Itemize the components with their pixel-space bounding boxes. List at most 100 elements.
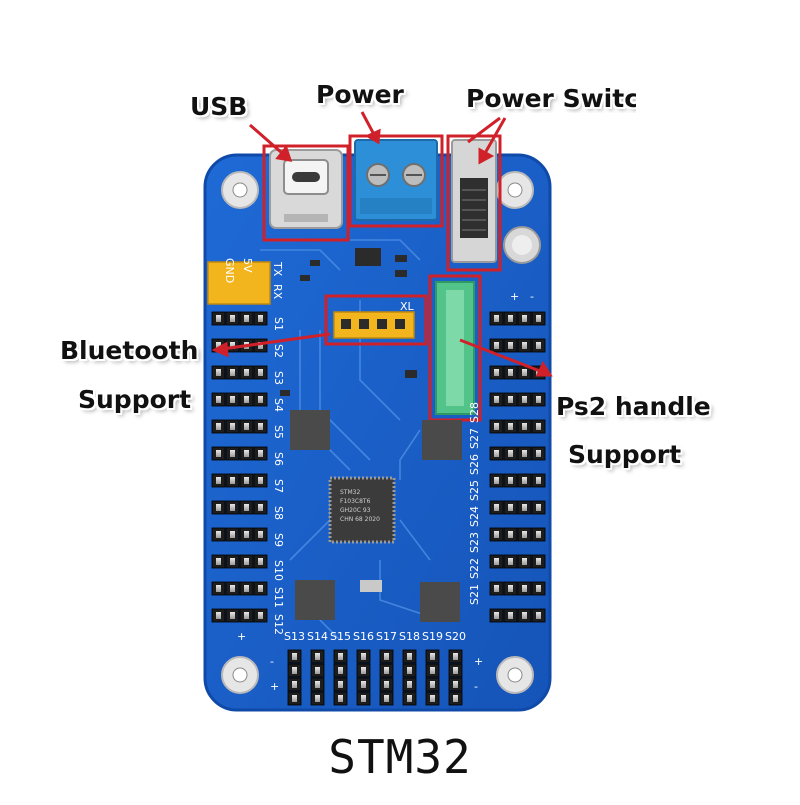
right-pin-label: S26	[468, 454, 481, 475]
mcu-text-2: F103C8T6	[340, 498, 371, 505]
left-pin-label: S2	[272, 344, 285, 358]
mount-hole-bottom-left	[221, 656, 259, 694]
bottom-pin-label: S16	[353, 630, 374, 643]
minus-silk-bottom-right: -	[474, 680, 478, 693]
left-pin-label: S6	[272, 452, 285, 466]
right-pin-label: S27	[468, 428, 481, 449]
left-pin-label: S10	[272, 560, 285, 581]
bottom-pin-label: S20	[445, 630, 466, 643]
left-pin-label: S3	[272, 371, 285, 385]
gnd-silk-label: GND	[223, 258, 236, 283]
mounting-holes	[221, 171, 534, 694]
ps2-header	[435, 281, 475, 415]
right-pin-label: S21	[468, 584, 481, 605]
left-pin-label: S9	[272, 533, 285, 547]
left-pin-label: S1	[272, 317, 285, 331]
minus-silk-bottom-left: -	[270, 655, 274, 668]
bottom-header-col-5	[379, 649, 394, 706]
bottom-servo-header	[287, 649, 463, 706]
usb-highlight-box	[262, 144, 350, 242]
mcu-text-3: GH20C 93	[340, 507, 371, 514]
power-switch	[451, 139, 497, 263]
usb-port	[269, 149, 343, 229]
left-header-row-4	[211, 392, 268, 407]
right-pin-label: S25	[468, 480, 481, 501]
bottom-pin-label: S15	[330, 630, 351, 643]
rx-silk-label: RX	[271, 284, 284, 300]
bottom-pin-label: S17	[376, 630, 397, 643]
ps2-arrow	[459, 338, 551, 377]
power-callout: Power	[316, 80, 404, 109]
bottom-pin-label: S18	[399, 630, 420, 643]
bottom-header-col-4	[356, 649, 371, 706]
bluetooth-arrow	[214, 332, 331, 352]
ps2-callout-line2: Support	[568, 440, 682, 469]
mcu-text-4: CHN 68 2020	[340, 516, 380, 523]
plus-silk-bottom-left: +	[270, 680, 279, 693]
bottom-header-col-2	[310, 649, 325, 706]
left-header-row-6	[211, 446, 268, 461]
right-header-row-12	[489, 608, 546, 623]
bottom-pin-label: S19	[422, 630, 443, 643]
bottom-header-col-1	[287, 649, 302, 706]
mcu-text-1: STM32	[340, 489, 360, 496]
power-terminal-block	[354, 139, 438, 221]
xl-silk-label: XL	[400, 300, 415, 313]
tx-silk-label: TX	[271, 261, 284, 277]
right-servo-header	[489, 311, 546, 623]
mount-hole-bottom-right	[496, 656, 534, 694]
plus-silk-right: +	[510, 290, 519, 303]
right-header-row-8	[489, 500, 546, 515]
left-header-row-11	[211, 581, 268, 596]
usb-callout: USB	[190, 92, 248, 121]
left-pin-label: S5	[272, 425, 285, 439]
plus-silk-bottom-right: +	[474, 655, 483, 668]
right-header-row-2	[489, 338, 546, 353]
right-header-row-5	[489, 419, 546, 434]
bluetooth-highlight-box	[324, 294, 428, 346]
left-header-row-8	[211, 500, 268, 515]
right-header-row-9	[489, 527, 546, 542]
power-highlight-box	[348, 134, 444, 228]
left-pin-label: S8	[272, 506, 285, 520]
right-pin-label: S24	[468, 506, 481, 527]
left-header-row-7	[211, 473, 268, 488]
plus-silk-left-bottom: +	[237, 630, 246, 643]
left-pin-label: S11	[272, 587, 285, 608]
left-header-row-5	[211, 419, 268, 434]
bluetooth-header	[333, 311, 415, 339]
right-pin-labels: S21 S22 S23 S24 S25 S26 S27 S28	[468, 402, 481, 605]
right-pin-label: S22	[468, 558, 481, 579]
bottom-pin-label: S13	[284, 630, 305, 643]
right-header-row-4	[489, 392, 546, 407]
power-switch-arrow-2	[467, 116, 501, 144]
bottom-header-col-3	[333, 649, 348, 706]
bluetooth-callout-line1: Bluetooth	[60, 336, 199, 365]
mount-hole-top-left	[221, 171, 259, 209]
board-caption: STM32	[328, 730, 472, 784]
bottom-header-col-8	[448, 649, 463, 706]
mcu-chip: STM32 F103C8T6 GH20C 93 CHN 68 2020	[328, 476, 396, 544]
power-pin-header	[207, 261, 271, 305]
power-switch-callout: Power Switc	[466, 84, 636, 113]
right-pin-label: S28	[468, 402, 481, 423]
bluetooth-callout-line2: Support	[78, 385, 192, 414]
capacitor	[503, 226, 541, 264]
right-header-row-6	[489, 446, 546, 461]
smd-components	[280, 248, 417, 592]
left-header-row-3	[211, 365, 268, 380]
right-pin-label: S23	[468, 532, 481, 553]
mount-hole-top-right	[496, 171, 534, 209]
minus-silk-right: -	[530, 290, 534, 303]
callout-arrows	[211, 111, 553, 377]
left-pin-label: S12	[272, 614, 285, 635]
left-pin-label: S7	[272, 479, 285, 493]
left-header-row-12	[211, 608, 268, 623]
bottom-pin-label: S14	[307, 630, 328, 643]
left-header-row-9	[211, 527, 268, 542]
left-pin-label: S4	[272, 398, 285, 412]
